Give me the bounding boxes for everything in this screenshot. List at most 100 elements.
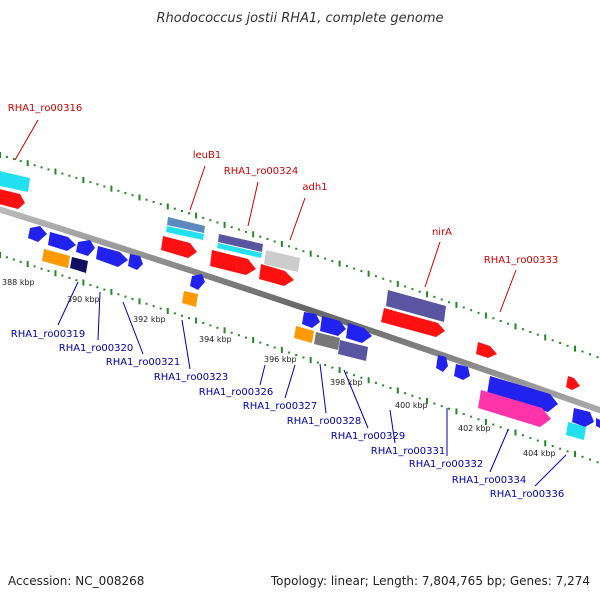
bottom-gene-label[interactable]: RHA1_ro00331 [371, 446, 446, 457]
top-gene-label[interactable]: nirA [432, 227, 452, 238]
track-dot [462, 306, 465, 309]
track-dot [103, 288, 106, 291]
gene-block[interactable] [48, 232, 76, 251]
bottom-gene-label[interactable]: RHA1_ro00328 [287, 416, 362, 427]
gene-block[interactable] [259, 264, 294, 286]
gene-block[interactable] [166, 226, 204, 240]
gene-block[interactable] [294, 326, 314, 343]
bottom-gene-label[interactable]: RHA1_ro00336 [490, 489, 565, 500]
track-dot [536, 439, 539, 442]
gene-block[interactable] [314, 332, 340, 350]
gene-block[interactable] [210, 250, 256, 275]
track-dot [5, 256, 8, 259]
track-dot [596, 356, 599, 359]
gene-block[interactable] [320, 316, 346, 336]
feature-track-bottom [28, 226, 600, 440]
gene-block[interactable] [218, 234, 263, 252]
bottom-gene-label[interactable]: RHA1_ro00321 [106, 357, 181, 368]
gene-block[interactable] [302, 312, 320, 328]
track-dot [230, 226, 233, 229]
gene-block[interactable] [182, 291, 198, 307]
gene-block[interactable] [572, 408, 594, 427]
track-dot [61, 172, 64, 175]
gene-block[interactable] [386, 290, 446, 322]
gene-block[interactable] [128, 254, 143, 270]
gene-block[interactable] [454, 364, 470, 380]
gene-block[interactable] [264, 250, 300, 272]
track-dot [209, 219, 212, 222]
gene-block[interactable] [436, 355, 448, 372]
leader-line [289, 197, 306, 241]
gene-block[interactable] [217, 243, 262, 258]
gene-block[interactable] [487, 376, 558, 412]
track-dot [152, 305, 155, 308]
track-dot [82, 177, 85, 183]
track-dot [484, 312, 487, 319]
accession-text: Accession: NC_008268 [8, 574, 144, 588]
track-dot [396, 280, 399, 287]
bottom-gene-label[interactable]: RHA1_ro00329 [331, 431, 406, 442]
track-dot [47, 269, 50, 272]
track-dot [180, 314, 183, 317]
gene-block[interactable] [596, 418, 600, 428]
gene-block[interactable] [478, 390, 551, 427]
gene-block[interactable] [0, 188, 25, 209]
track-dot [54, 270, 57, 277]
gene-block[interactable] [76, 240, 95, 256]
gene-block[interactable] [476, 342, 497, 358]
gene-block[interactable] [42, 249, 70, 268]
gene-block[interactable] [70, 257, 88, 273]
track-dot [374, 275, 377, 278]
track-dot [309, 250, 312, 257]
track-dot [521, 328, 524, 331]
gene-block[interactable] [161, 236, 197, 258]
bottom-gene-label[interactable]: RHA1_ro00319 [11, 329, 86, 340]
track-dot [0, 152, 1, 158]
bottom-gene-label[interactable]: RHA1_ro00323 [154, 372, 229, 383]
track-dot [152, 200, 155, 203]
top-gene-label[interactable]: RHA1_ro00333 [484, 255, 559, 266]
track-dot [411, 288, 414, 291]
gene-block[interactable] [28, 226, 47, 242]
bottom-gene-label[interactable]: RHA1_ro00320 [59, 343, 134, 354]
top-gene-label[interactable]: adh1 [302, 182, 327, 193]
bottom-gene-label[interactable]: RHA1_ro00327 [243, 401, 318, 412]
track-dot [345, 265, 348, 268]
track-dot [259, 235, 262, 238]
top-gene-label[interactable]: RHA1_ro00324 [224, 166, 299, 177]
track-dot [316, 255, 319, 258]
bottom-gene-label[interactable]: RHA1_ro00334 [452, 475, 527, 486]
gene-block[interactable] [190, 274, 205, 290]
leader-line [259, 364, 266, 386]
top-gene-label[interactable]: RHA1_ro00316 [8, 103, 83, 114]
scale-tick-label: 404 kbp [523, 449, 556, 458]
bottom-gene-label[interactable]: RHA1_ro00326 [199, 387, 274, 398]
track-dot [499, 319, 502, 322]
gene-block[interactable] [338, 340, 368, 361]
track-dot [589, 458, 592, 461]
gene-block[interactable] [167, 217, 205, 233]
gene-block[interactable] [381, 308, 445, 337]
track-dot [514, 323, 517, 330]
gene-block[interactable] [0, 170, 30, 192]
track-dot [507, 322, 510, 325]
track-dot [288, 245, 291, 248]
gene-block[interactable] [346, 323, 372, 343]
track-dot [324, 364, 327, 367]
top-gene-label[interactable]: leuB1 [193, 150, 222, 161]
track-dot [499, 426, 502, 429]
gene-block[interactable] [96, 246, 128, 267]
track-dot [40, 267, 43, 270]
track-dot [574, 451, 577, 458]
track-dot [68, 276, 71, 279]
track-dot [33, 265, 36, 268]
track-dot [331, 260, 334, 263]
gene-block[interactable] [566, 422, 586, 440]
track-dot [295, 354, 298, 356]
gene-block[interactable] [566, 376, 580, 390]
bottom-gene-label[interactable]: RHA1_ro00332 [409, 459, 484, 470]
track-dot [252, 231, 255, 238]
track-dot [273, 240, 276, 243]
track-dot [309, 357, 312, 364]
